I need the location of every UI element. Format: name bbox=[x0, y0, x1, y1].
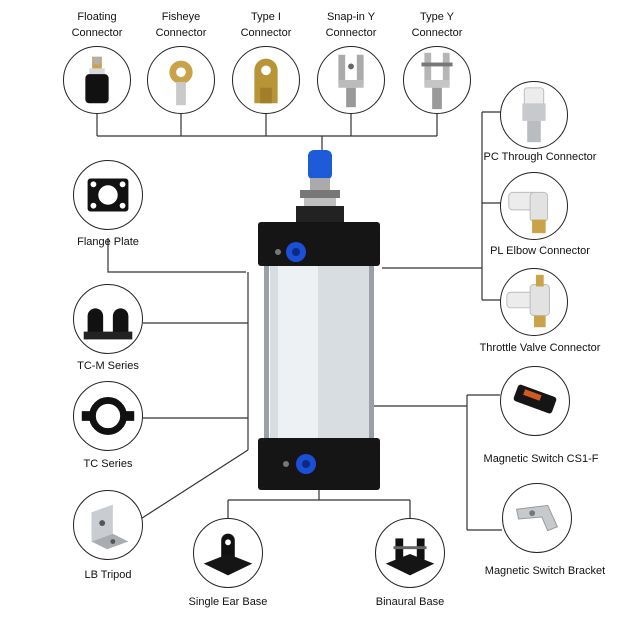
pl-elbow-connector-icon bbox=[500, 172, 568, 240]
flange-plate-icon bbox=[73, 160, 143, 230]
type-i-connector-icon bbox=[232, 46, 300, 114]
label-single-ear-base: Single Ear Base bbox=[188, 596, 268, 608]
label-lb-tripod: LB Tripod bbox=[84, 569, 132, 581]
label-magnetic-switch-bracket: Magnetic Switch Bracket bbox=[484, 565, 606, 577]
label-tc-m-series: TC-M Series bbox=[77, 360, 139, 372]
fisheye-connector-icon bbox=[147, 46, 215, 114]
binaural-base-icon bbox=[375, 518, 445, 588]
label-pl-elbow-connector: PL Elbow Connector bbox=[490, 245, 590, 257]
tc-series-icon bbox=[73, 381, 143, 451]
lb-tripod-icon bbox=[73, 490, 143, 560]
floating-connector-icon bbox=[63, 46, 131, 114]
single-ear-base-icon bbox=[193, 518, 263, 588]
label-tc-series: TC Series bbox=[83, 458, 133, 470]
label-pc-through-connector: PC Through Connector bbox=[483, 151, 597, 163]
snap-in-y-connector-icon bbox=[317, 46, 385, 114]
label-throttle-valve-connector: Throttle Valve Connector bbox=[479, 342, 601, 354]
label-binaural-base: Binaural Base bbox=[375, 596, 445, 608]
label-flange-plate: Flange Plate bbox=[77, 236, 139, 248]
throttle-valve-connector-icon bbox=[500, 268, 568, 336]
pc-through-connector-icon bbox=[500, 81, 568, 149]
type-y-connector-icon bbox=[403, 46, 471, 114]
magnetic-switch-icon bbox=[500, 366, 570, 436]
pneumatic-cylinder-image bbox=[258, 150, 380, 490]
tc-m-series-icon bbox=[73, 284, 143, 354]
magnetic-switch-bracket-icon bbox=[502, 483, 572, 553]
label-magnetic-switch-cs1-f: Magnetic Switch CS1-F bbox=[483, 453, 599, 465]
